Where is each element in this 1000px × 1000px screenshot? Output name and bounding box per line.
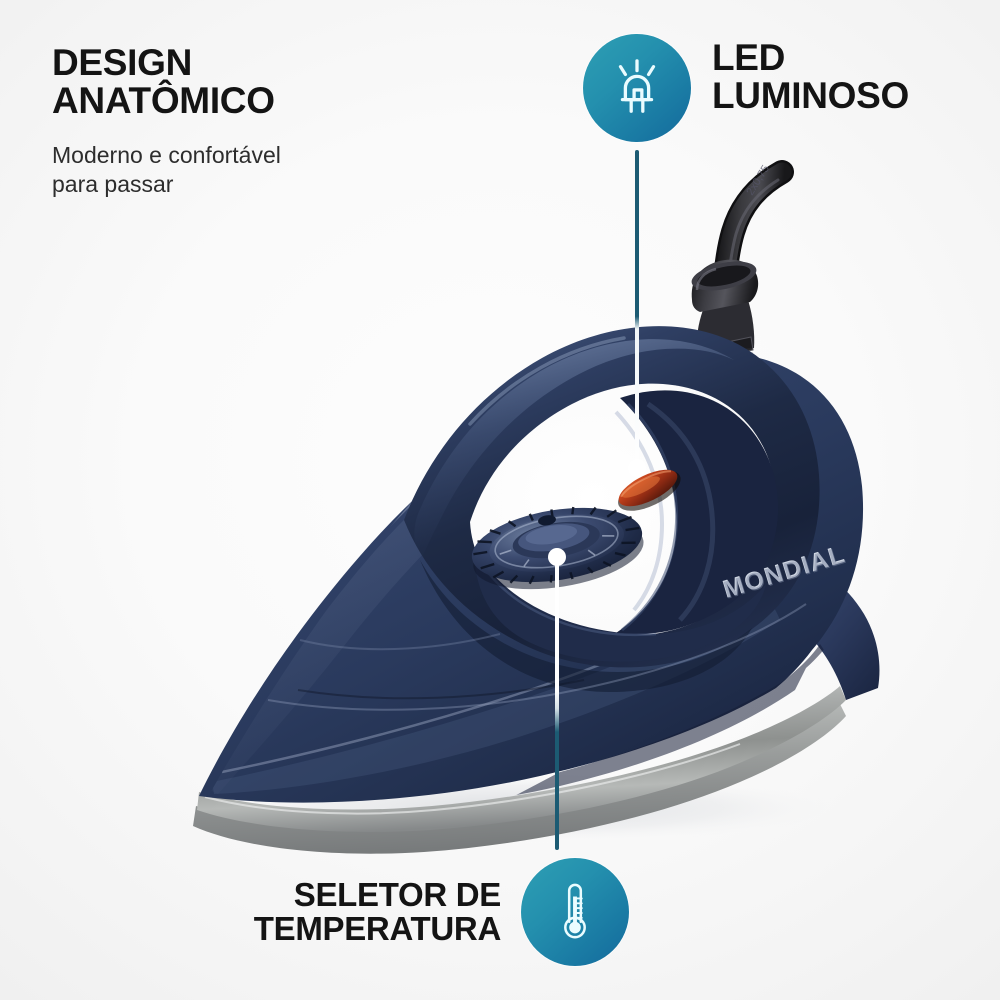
handle-cavity	[470, 383, 777, 637]
svg-text:MONDIAL: MONDIAL	[721, 541, 850, 605]
callout-line-temperature	[555, 555, 559, 850]
svg-text:2x0,75: 2x0,75	[744, 163, 772, 197]
handle-loop	[404, 326, 820, 668]
feature-block-led-luminoso: LED LUMINOSO	[583, 34, 909, 142]
feature-title-led-luminoso: LED LUMINOSO	[712, 37, 909, 117]
led-bulb-icon	[606, 57, 668, 119]
iron-deck	[474, 548, 766, 662]
brand-logo: MONDIAL	[720, 540, 849, 604]
feature-block-seletor-de-temperatura: SELETOR DE TEMPERATURA	[233, 858, 629, 966]
feature-badge-temperature	[521, 858, 629, 966]
feature-title-design-anatomico: DESIGN ANATÔMICO	[52, 42, 275, 122]
product-shadow	[190, 772, 850, 844]
feature-title-seletor-de-temperatura: SELETOR DE TEMPERATURA	[253, 875, 502, 947]
feature-badge-led	[583, 34, 691, 142]
power-cord: 2x0,75	[710, 160, 794, 334]
iron-heel	[790, 560, 880, 700]
led-indicator	[618, 469, 681, 511]
iron-body: MONDIAL MONDIAL	[193, 326, 880, 854]
callout-line-led	[635, 150, 639, 470]
handle-inner-wall	[616, 390, 779, 635]
callout-dot-temperature	[548, 548, 566, 566]
callout-dot-led	[628, 459, 646, 477]
iron-shell	[199, 351, 864, 803]
cord-strain-relief	[691, 259, 759, 439]
soleplate-upper	[197, 686, 846, 832]
feature-block-design-anatomico: DESIGN ANATÔMICO Moderno e confortável p…	[52, 42, 412, 199]
feature-subtitle-design-anatomico: Moderno e confortável para passar	[52, 141, 281, 197]
thermometer-icon	[544, 881, 606, 943]
soleplate-lower	[193, 700, 846, 854]
